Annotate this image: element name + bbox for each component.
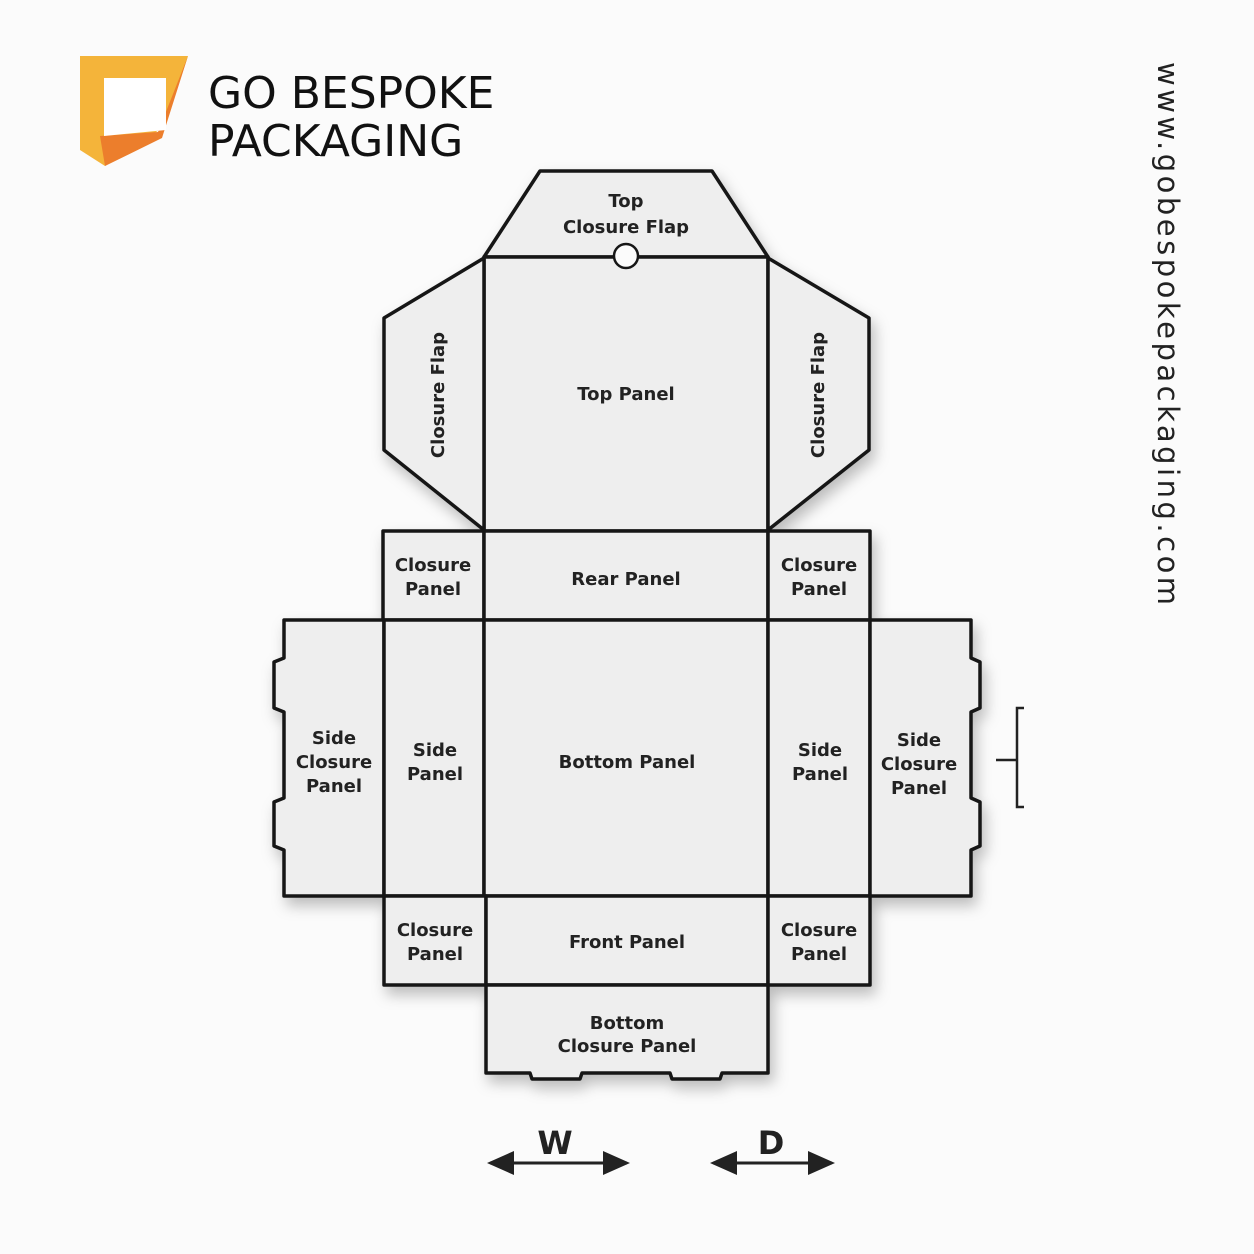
label-bottom-closure-1: Bottom [590, 1013, 664, 1034]
website-url: www.gobespokepackaging.com [1151, 62, 1185, 609]
label-left-closure-flap: Closure Flap [428, 332, 449, 458]
brand-name-line2: PACKAGING [208, 116, 463, 167]
dieline [272, 169, 982, 1081]
depth-label: D [758, 1124, 785, 1162]
label-rear-left-closure-1: Closure [395, 555, 471, 576]
height-bracket [996, 706, 1024, 809]
label-front-right-closure-2: Panel [791, 944, 847, 965]
label-top-panel: Top Panel [577, 384, 674, 405]
label-rear-right-closure-1: Closure [781, 555, 857, 576]
left-closure-flap [382, 256, 486, 532]
right-closure-flap [766, 256, 871, 532]
left-side-closure-panel [272, 618, 386, 898]
label-front-right-closure-1: Closure [781, 920, 857, 941]
top-panel [482, 255, 770, 533]
bottom-closure-panel [484, 983, 770, 1081]
label-front-panel: Front Panel [569, 932, 685, 953]
label-left-side-panel-1: Side [413, 740, 457, 761]
label-top-closure-flap-2: Closure Flap [563, 217, 689, 238]
label-rear-left-closure-2: Panel [405, 579, 461, 600]
label-left-side-panel-2: Panel [407, 764, 463, 785]
brand-name-line1: GO BESPOKE [208, 68, 494, 119]
front-right-closure-panel [766, 894, 872, 987]
label-left-side-closure-3: Panel [306, 776, 362, 797]
label-bottom-closure-2: Closure Panel [558, 1036, 697, 1057]
label-right-side-closure-1: Side [897, 730, 941, 751]
front-left-closure-panel [382, 894, 488, 987]
label-rear-right-closure-2: Panel [791, 579, 847, 600]
label-right-side-closure-2: Closure [881, 754, 957, 775]
label-right-side-panel-2: Panel [792, 764, 848, 785]
left-side-panel [382, 618, 486, 898]
label-front-left-closure-2: Panel [407, 944, 463, 965]
width-label: W [537, 1124, 572, 1162]
label-left-side-closure-2: Closure [296, 752, 372, 773]
label-rear-panel: Rear Panel [571, 569, 680, 590]
label-right-closure-flap: Closure Flap [808, 332, 829, 458]
thumb-hole [612, 242, 640, 270]
label-left-side-closure-1: Side [312, 728, 356, 749]
brand-logo: GO BESPOKE PACKAGING [80, 56, 494, 167]
label-front-left-closure-1: Closure [397, 920, 473, 941]
rear-right-closure-panel [766, 529, 872, 622]
label-right-side-closure-3: Panel [891, 778, 947, 799]
right-side-closure-panel [868, 618, 982, 898]
label-top-closure-flap-1: Top [608, 191, 643, 212]
label-right-side-panel-1: Side [798, 740, 842, 761]
label-bottom-panel: Bottom Panel [559, 752, 696, 773]
